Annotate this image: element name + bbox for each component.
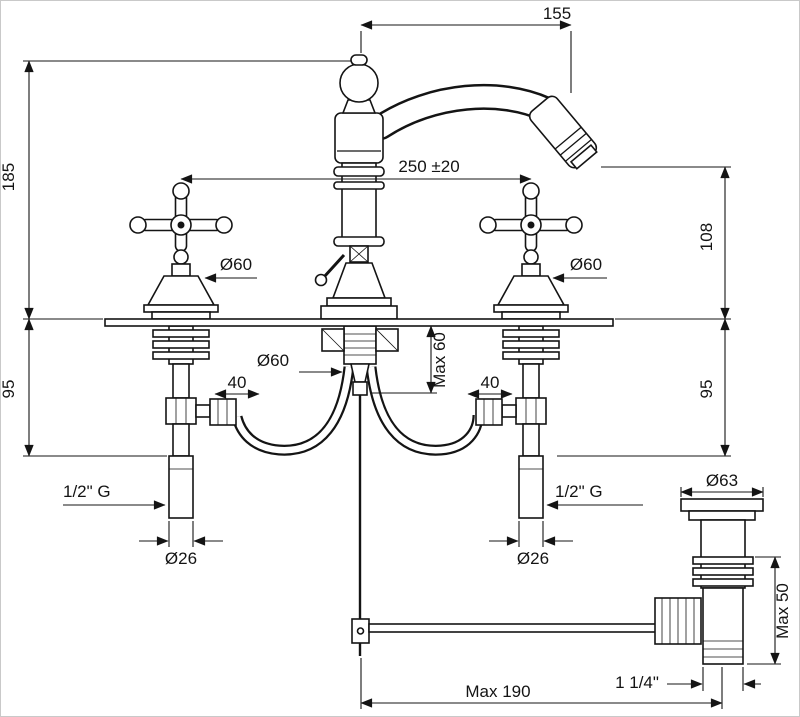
horizontal-linkage-rod (368, 623, 658, 633)
dim-label-dia26-right: Ø26 (517, 549, 549, 568)
dim-label-one-quarter: 1 1/4" (615, 673, 659, 692)
ball-finial (339, 63, 379, 103)
hose-connector (475, 398, 503, 426)
dim-label-95-right: 95 (697, 380, 716, 399)
spout-tube (368, 83, 558, 140)
dim-max60: Max 60 (371, 325, 449, 394)
dim-label-155: 155 (543, 4, 571, 23)
dim-155: 155 (360, 4, 572, 93)
dim-40-left: 40 (214, 373, 260, 399)
dim-one-quarter-tail: 1 1/4" (615, 667, 761, 692)
drain-body (700, 519, 746, 589)
dim-label-half-g-left: 1/2" G (63, 482, 111, 501)
dim-label-95-left: 95 (1, 380, 18, 399)
dim-label-dia60-left: Ø60 (220, 255, 252, 274)
threaded-tail (168, 455, 194, 519)
flexible-hose-right (365, 366, 484, 456)
drain-tailpiece (702, 587, 744, 665)
dim-label-max190: Max 190 (465, 682, 530, 701)
dim-dia60-right-handle: Ø60 (552, 255, 607, 283)
dim-label-40-left: 40 (228, 373, 247, 392)
dim-dia26-left: Ø26 (139, 521, 223, 568)
threaded-tail (518, 455, 544, 519)
dim-dia26-right: Ø26 (489, 521, 573, 568)
dim-label-dia26-left: Ø26 (165, 549, 197, 568)
right-inlet-shank (475, 325, 560, 519)
spray-head (528, 95, 598, 170)
pop-up-lever (322, 253, 346, 279)
dim-label-108: 108 (697, 223, 716, 251)
dim-dia60-left-handle: Ø60 (204, 255, 257, 283)
dim-185: 185 (1, 60, 351, 320)
dim-95-right: 95 (557, 318, 731, 457)
dim-40-right: 40 (467, 373, 513, 399)
dim-label-dia63: Ø63 (706, 471, 738, 490)
left-inlet-shank (152, 325, 237, 519)
dim-label-dia60-body: Ø60 (257, 351, 289, 370)
dim-label-185: 185 (1, 163, 18, 191)
dim-label-max50: Max 50 (773, 583, 792, 639)
right-cross-handle (479, 182, 583, 320)
dim-label-half-g-right: 1/2" G (555, 482, 603, 501)
dim-95-left: 95 (1, 318, 167, 457)
flexible-hose-left (231, 366, 355, 456)
dim-label-dia60-right: Ø60 (570, 255, 602, 274)
dim-half-g-left: 1/2" G (63, 482, 166, 510)
dim-max50: Max 50 (747, 556, 792, 665)
mounting-deck (104, 318, 614, 327)
dim-dia60-body: Ø60 (257, 351, 343, 377)
drain-assembly (654, 498, 764, 665)
dim-label-max60: Max 60 (430, 332, 449, 388)
dim-108: 108 (601, 166, 731, 320)
hose-connector (209, 398, 237, 426)
dim-half-g-right: 1/2" G (546, 482, 643, 510)
dim-250: 250 ±20 (180, 157, 532, 184)
left-cross-handle (129, 182, 233, 320)
dim-max190: Max 190 (360, 658, 723, 709)
drain-flange (680, 498, 764, 512)
faucet-body-column (314, 54, 398, 320)
dim-dia63-drain: Ø63 (680, 471, 764, 497)
center-shank (321, 325, 399, 396)
dim-label-250: 250 ±20 (398, 157, 459, 176)
dim-label-40-right: 40 (481, 373, 500, 392)
